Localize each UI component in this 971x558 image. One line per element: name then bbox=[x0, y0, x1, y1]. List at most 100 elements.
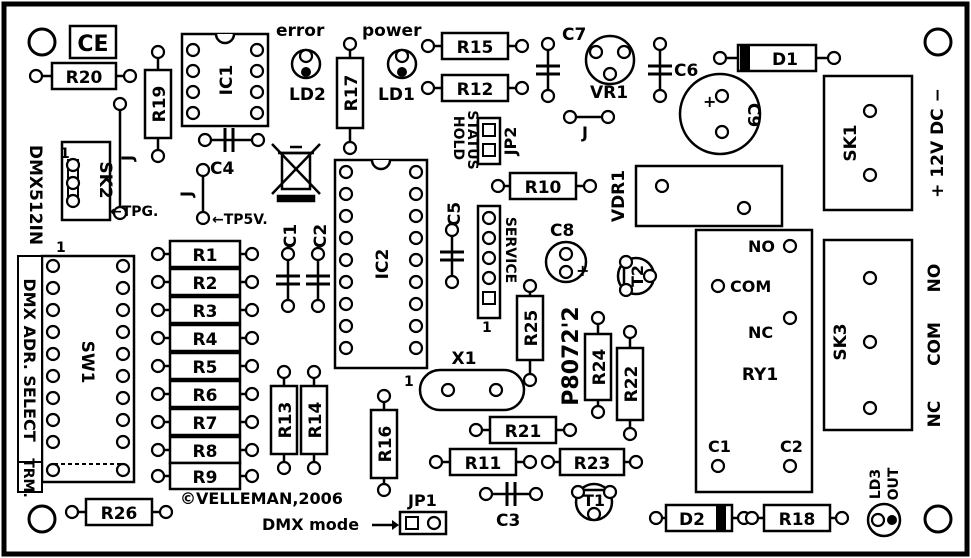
capacitor-c2: C2 bbox=[306, 224, 331, 314]
svg-text:1: 1 bbox=[56, 240, 66, 256]
svg-text:C2: C2 bbox=[311, 224, 331, 248]
resistor-r2: R2 bbox=[150, 267, 260, 297]
sk3-no-label: NO bbox=[925, 264, 945, 293]
led-ld3: LD3 OUT bbox=[866, 467, 902, 538]
svg-text:R18: R18 bbox=[779, 510, 816, 530]
svg-text:SERVICE: SERVICE bbox=[502, 217, 518, 283]
mounting-holes bbox=[27, 27, 953, 534]
resistor-r10: R10 bbox=[490, 171, 598, 201]
svg-text:HOLD: HOLD bbox=[450, 116, 466, 160]
jumper-j-left: J bbox=[112, 96, 137, 221]
resistor-r8: R8 bbox=[150, 435, 260, 465]
dip-switch-sw1: SW1 1 bbox=[40, 240, 136, 484]
dmx512in-label: DMX512IN bbox=[25, 145, 45, 245]
svg-text:R1: R1 bbox=[193, 246, 218, 266]
svg-text:R26: R26 bbox=[101, 504, 138, 524]
arrow-right-icon bbox=[372, 520, 399, 530]
dmx-address-label: DMX ADR. SELECT TRM. bbox=[17, 255, 43, 498]
svg-text:R9: R9 bbox=[193, 468, 218, 488]
svg-text:DMX ADR. SELECT: DMX ADR. SELECT bbox=[20, 278, 39, 441]
svg-text:CE: CE bbox=[77, 32, 108, 57]
svg-text:R8: R8 bbox=[193, 442, 218, 462]
capacitor-c7: C7 bbox=[536, 25, 586, 104]
resistor-r7: R7 bbox=[150, 407, 260, 437]
svg-text:R23: R23 bbox=[574, 454, 611, 474]
resistor-r3: R3 bbox=[150, 295, 260, 325]
relay-ry1: NO COM NC RY1 C1 C2 bbox=[694, 228, 814, 494]
svg-text:IC1: IC1 bbox=[217, 65, 237, 96]
resistor-r5: R5 bbox=[150, 351, 260, 381]
resistor-r4: R4 bbox=[150, 323, 260, 353]
svg-text:R14: R14 bbox=[306, 401, 326, 438]
svg-text:R7: R7 bbox=[193, 414, 218, 434]
ce-mark: CE bbox=[68, 24, 118, 60]
jumper-jp2: JP2 HOLD STATUS bbox=[450, 110, 520, 169]
copyright-label: ©VELLEMAN,2006 bbox=[180, 489, 343, 508]
resistor-r17: R17 bbox=[335, 36, 365, 156]
svg-text:R19: R19 bbox=[150, 86, 170, 123]
svg-text:R11: R11 bbox=[465, 454, 502, 474]
sk3-connector: SK3 bbox=[822, 238, 914, 432]
resistor-r19: R19 bbox=[143, 44, 173, 164]
svg-text:R10: R10 bbox=[525, 178, 562, 198]
svg-text:OUT: OUT bbox=[886, 467, 902, 500]
capacitor-c8: + C8 bbox=[544, 221, 589, 284]
power-label: power bbox=[362, 21, 422, 41]
svg-text:SK3: SK3 bbox=[831, 323, 851, 360]
resistor-r16: R16 bbox=[369, 388, 399, 498]
svg-text:+: + bbox=[576, 261, 589, 280]
resistor-r23: R23 bbox=[540, 447, 644, 477]
capacitor-c9: + C9 bbox=[678, 72, 763, 156]
svg-text:D1: D1 bbox=[772, 50, 798, 70]
resistor-r13: R13 bbox=[269, 364, 299, 476]
power-input-label: + 12V DC − bbox=[928, 88, 948, 198]
svg-text:+: + bbox=[703, 92, 716, 111]
svg-text:J: J bbox=[177, 191, 196, 198]
jumper-j-top: J bbox=[562, 109, 616, 142]
transistor-t2: T2 bbox=[616, 254, 658, 298]
sk3-com-label: COM bbox=[925, 322, 945, 366]
svg-text:C4: C4 bbox=[210, 159, 234, 179]
svg-text:LD3: LD3 bbox=[868, 469, 884, 499]
resistor-r22: R22 bbox=[615, 324, 645, 442]
svg-text:R5: R5 bbox=[193, 358, 218, 378]
svg-text:SW1: SW1 bbox=[77, 341, 97, 384]
svg-text:C8: C8 bbox=[550, 221, 574, 241]
resistor-r25: R25 bbox=[515, 278, 545, 388]
svg-text:RY1: RY1 bbox=[742, 365, 778, 385]
svg-text:TRM.: TRM. bbox=[20, 458, 36, 498]
resistor-r15: R15 bbox=[420, 31, 530, 61]
resistor-r12: R12 bbox=[420, 73, 530, 103]
svg-text:NO: NO bbox=[748, 237, 775, 256]
capacitor-c1: C1 bbox=[276, 224, 301, 314]
svg-text:T1: T1 bbox=[583, 491, 605, 510]
svg-text:C7: C7 bbox=[562, 25, 586, 45]
svg-text:VDR1: VDR1 bbox=[609, 170, 629, 222]
svg-text:STATUS: STATUS bbox=[464, 110, 480, 169]
weee-bin-icon bbox=[271, 143, 321, 203]
svg-text:C5: C5 bbox=[445, 202, 465, 226]
ic2-socket: IC2 1 bbox=[333, 158, 429, 390]
svg-text:R20: R20 bbox=[66, 68, 103, 88]
part-number: P8072'2 bbox=[559, 306, 584, 405]
capacitor-c4: C4 bbox=[197, 128, 266, 179]
svg-text:VR1: VR1 bbox=[590, 83, 628, 103]
ic1-socket: IC1 bbox=[180, 32, 270, 128]
svg-text:X1: X1 bbox=[452, 349, 477, 369]
svg-text:R3: R3 bbox=[193, 302, 218, 322]
dmx-mode-label: DMX mode bbox=[262, 515, 359, 534]
resistor-r6: R6 bbox=[150, 379, 260, 409]
resistor-r20: R20 bbox=[28, 61, 138, 91]
svg-text:1: 1 bbox=[482, 320, 492, 336]
led-ld1: LD1 bbox=[378, 48, 418, 105]
error-label: error bbox=[276, 21, 325, 41]
svg-text:R15: R15 bbox=[457, 38, 494, 58]
svg-text:NC: NC bbox=[748, 323, 773, 342]
led-ld2: LD2 bbox=[289, 48, 326, 105]
crystal-x1: X1 bbox=[418, 349, 526, 412]
svg-text:C9: C9 bbox=[743, 103, 763, 127]
svg-text:1: 1 bbox=[60, 146, 70, 162]
svg-text:C6: C6 bbox=[674, 61, 698, 81]
svg-text:C2: C2 bbox=[780, 437, 803, 456]
